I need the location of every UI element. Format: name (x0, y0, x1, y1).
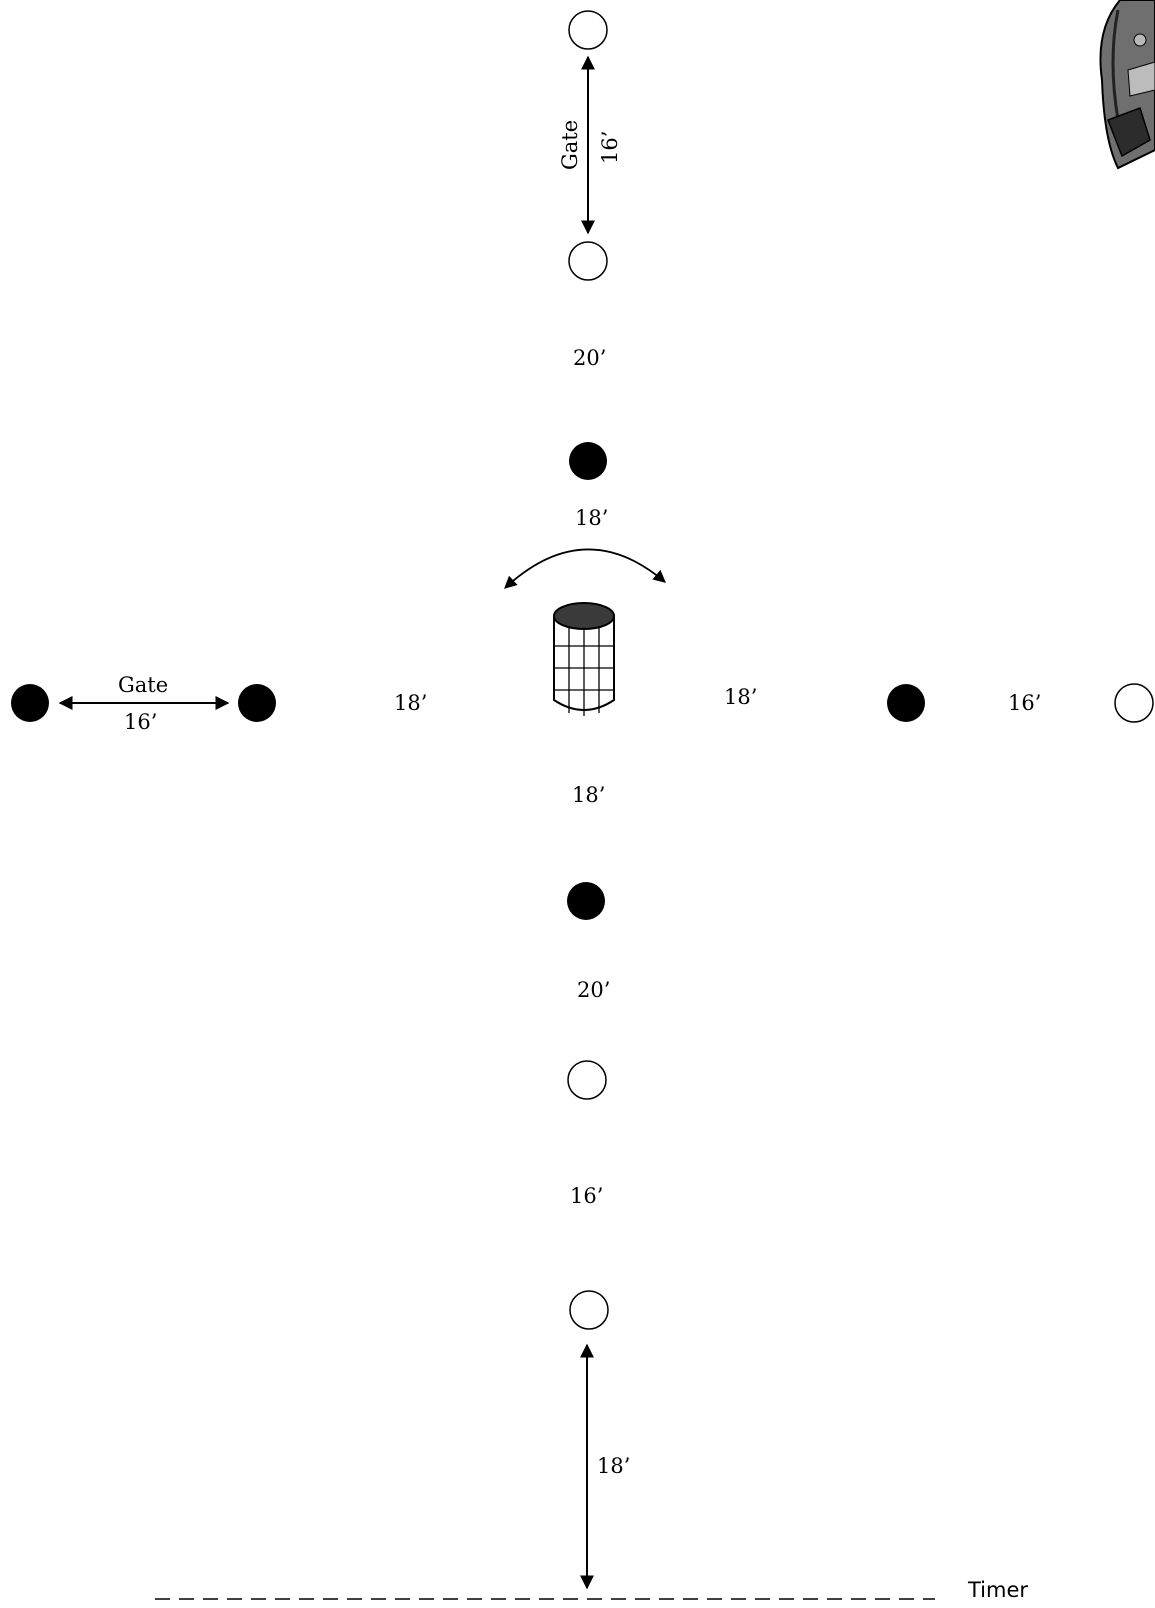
distance-label-left-18: 18’ (394, 691, 428, 715)
solid-cone-right (887, 684, 925, 722)
turn-arrow (504, 548, 666, 589)
open-cone-top-gate-lower (568, 241, 608, 281)
left-gate-word-label: Gate (118, 673, 169, 697)
distance-label-lower-16: 16’ (570, 1184, 604, 1208)
distance-label-right-18: 18’ (724, 685, 758, 709)
solid-cone-upper (569, 442, 607, 480)
open-cone-lower-2 (569, 1290, 609, 1330)
open-cone-top-gate-upper (568, 10, 608, 50)
solid-cone-left-gate-outer (11, 684, 49, 722)
top-gate-distance-label: 16’ (598, 130, 622, 164)
distance-label-top-20: 20’ (573, 346, 607, 370)
timer-label: Timer (968, 1578, 1029, 1602)
start-line-distance-label: 18’ (597, 1454, 631, 1478)
distance-label-lower-18: 18’ (572, 783, 606, 807)
barrel-icon (553, 602, 615, 716)
open-cone-right (1114, 683, 1154, 723)
distance-label-lower-20: 20’ (577, 978, 611, 1002)
top-gate-word-label: Gate (558, 119, 582, 170)
open-cone-lower-1 (567, 1060, 607, 1100)
left-gate-distance-label: 16’ (124, 710, 158, 734)
solid-cone-lower (567, 882, 605, 920)
distance-label-upper-18: 18’ (575, 506, 609, 530)
distance-label-right-16: 16’ (1008, 691, 1042, 715)
solid-cone-left-gate-inner (238, 684, 276, 722)
helmet-logo (1099, 0, 1155, 170)
